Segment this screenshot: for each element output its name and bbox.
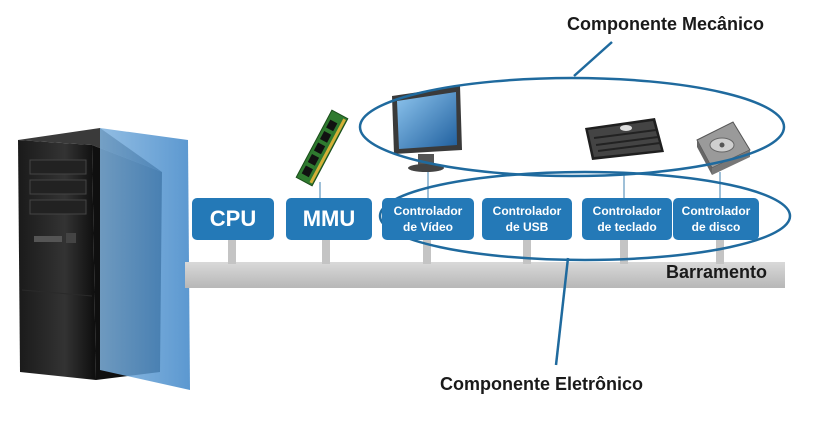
video-controller-line1: Controlador — [393, 204, 463, 218]
electronic-pointer-line — [554, 257, 570, 366]
keyboard-controller-line1: Controlador — [592, 204, 662, 218]
keyboard-controller-line2: de teclado — [597, 220, 657, 234]
usb-controller-line2: de USB — [505, 220, 549, 234]
disk-controller-line2: de disco — [691, 220, 741, 234]
video-controller-box: Controlador de Vídeo — [382, 198, 474, 240]
peripheral-connectors — [319, 172, 721, 200]
keyboard-icon — [585, 118, 664, 160]
usb-controller-box: Controlador de USB — [482, 198, 572, 240]
electronic-component-ellipse — [378, 170, 792, 262]
electronic-component-label: Componente Eletrônico — [440, 374, 644, 394]
mmu-label: MMU — [302, 206, 356, 231]
blue-panel — [100, 128, 190, 390]
keyboard-controller-box: Controlador de teclado — [582, 198, 672, 240]
hard-disk-icon — [696, 121, 751, 175]
mmu-box: MMU — [286, 198, 372, 240]
usb-controller-line1: Controlador — [492, 204, 562, 218]
bus-bar — [185, 262, 785, 288]
mechanical-pointer-line — [573, 41, 613, 77]
bus-connectors — [228, 240, 724, 264]
memory-module-icon — [295, 109, 349, 187]
cpu-label: CPU — [209, 206, 257, 231]
mechanical-component-ellipse — [358, 76, 786, 178]
disk-controller-line1: Controlador — [681, 204, 751, 218]
cpu-box: CPU — [192, 198, 274, 240]
mechanical-component-label: Componente Mecânico — [567, 14, 765, 34]
monitor-icon — [392, 86, 462, 172]
disk-controller-box: Controlador de disco — [673, 198, 759, 240]
video-controller-line2: de Vídeo — [402, 220, 453, 234]
bus-label: Barramento — [666, 262, 768, 282]
